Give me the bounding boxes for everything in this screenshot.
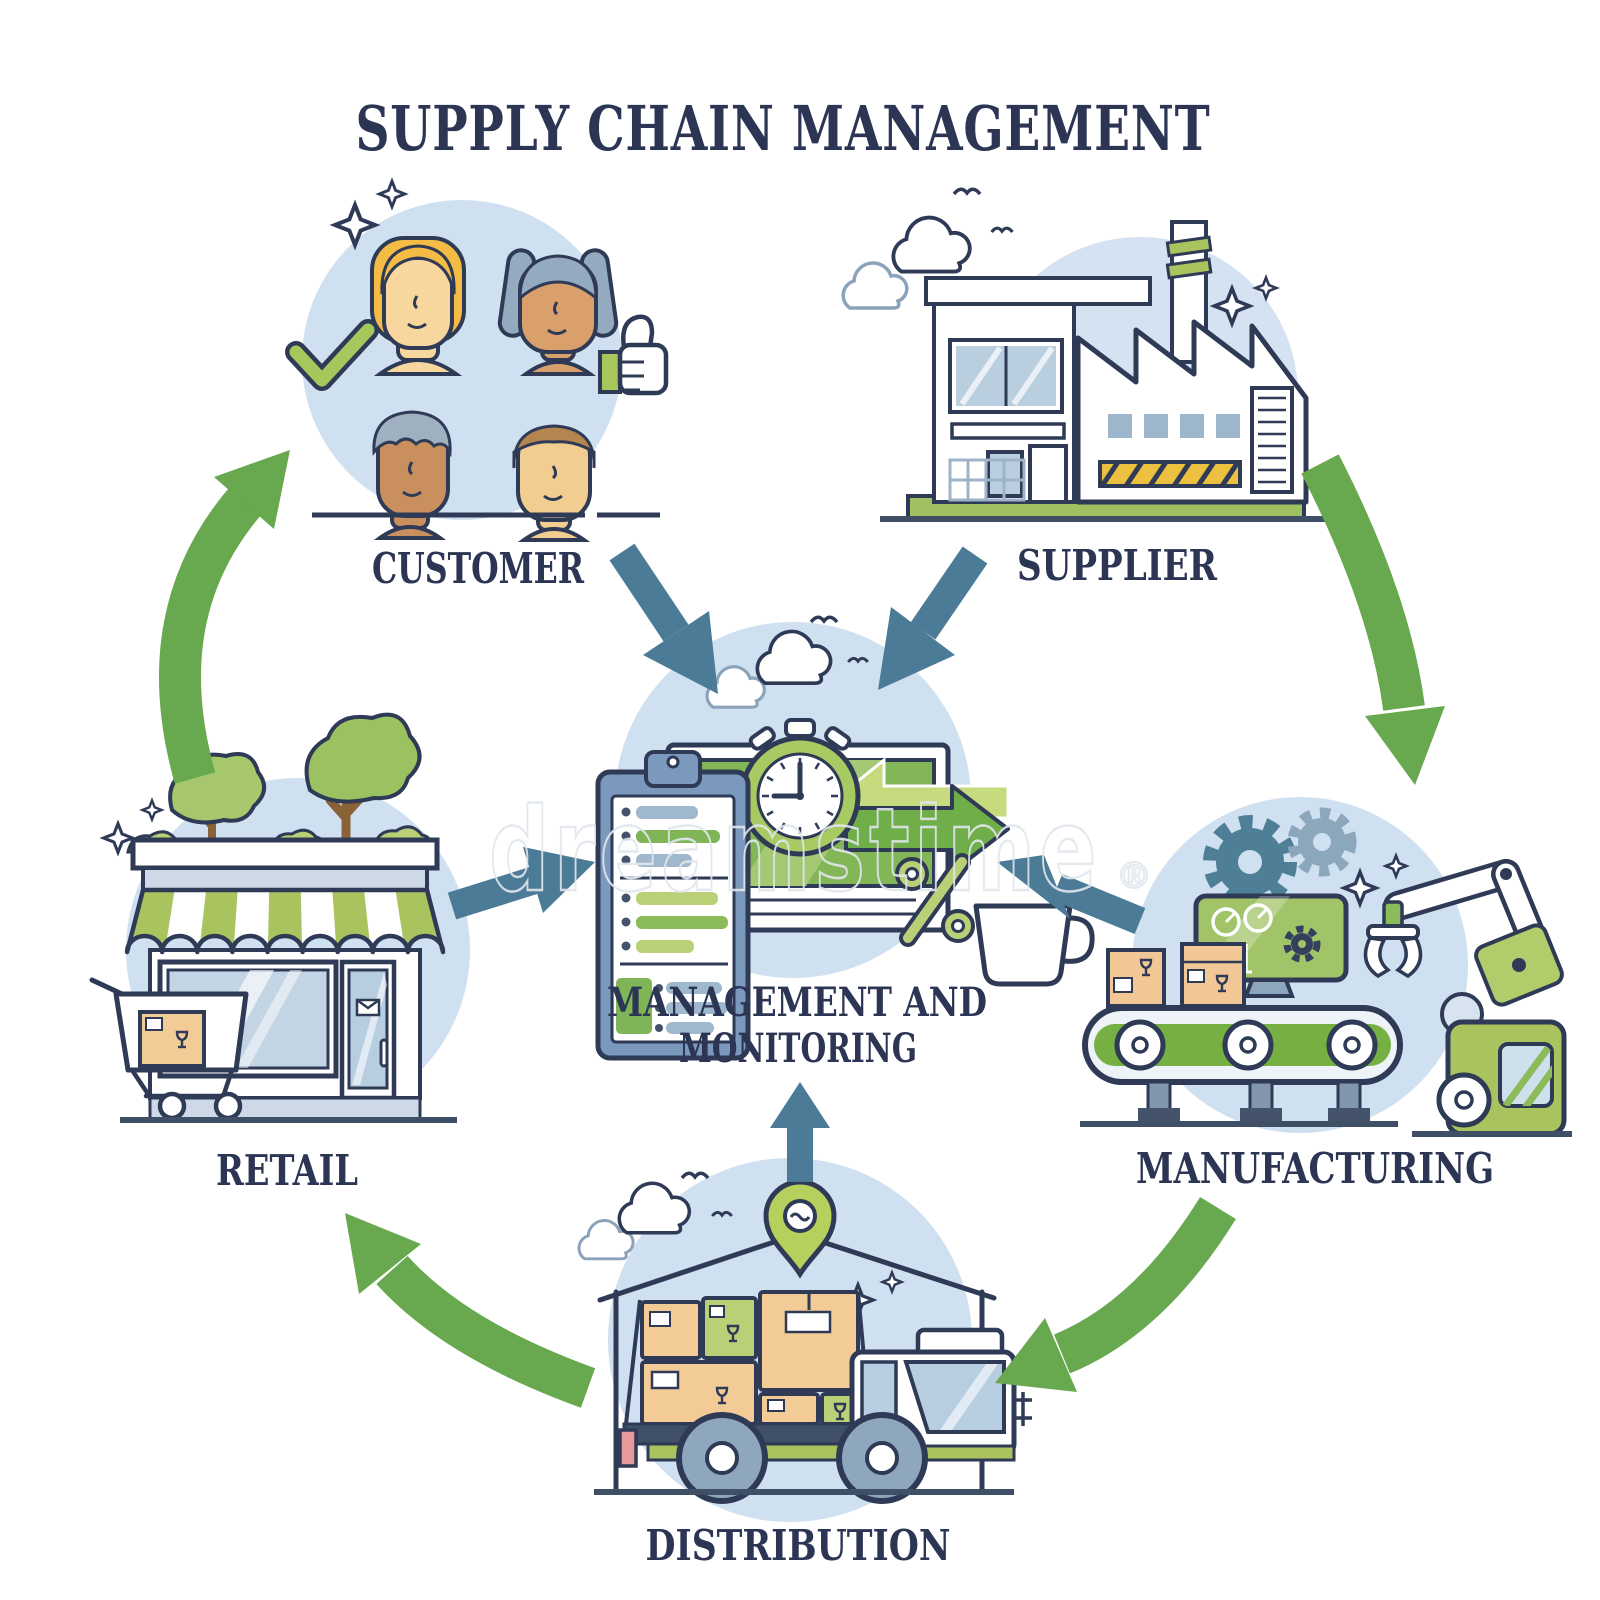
coffee-cup-icon [973, 903, 1095, 987]
gear-icon [1287, 807, 1357, 877]
retail-label: RETAIL [216, 1146, 358, 1195]
machine-base [1412, 992, 1572, 1137]
center-arrows [447, 543, 1146, 1182]
awning-icon [124, 887, 446, 955]
supplier-node: SUPPLIER [841, 187, 1330, 590]
bird-icon [952, 187, 982, 196]
retail-node: RETAIL [89, 712, 470, 1195]
box-icon [1106, 948, 1166, 1008]
box-icon [1180, 942, 1246, 1008]
arrow-distribution-to-retail [345, 1213, 596, 1408]
truck-taillight [618, 1428, 638, 1468]
arrow-retail-to-customer [159, 450, 290, 784]
customer-avatar-girl [497, 248, 619, 376]
truck-icon [618, 1290, 1032, 1504]
page-title: SUPPLY CHAIN MANAGEMENT [356, 92, 1211, 165]
green-right-arrow-icon [844, 784, 1010, 874]
watermark-registered-mark: ® [1116, 856, 1152, 897]
arrow-supplier-to-center [878, 546, 988, 690]
management-monitoring-node: MANAGEMENT AND MONITORING [595, 615, 1095, 1072]
arrow-manufacturing-to-center [997, 855, 1146, 934]
box-icon [758, 1290, 860, 1392]
shopping-cart-icon [89, 977, 249, 1121]
distribution-label: DISTRIBUTION [646, 1521, 951, 1570]
arrow-distribution-to-center [770, 1082, 830, 1182]
roof-slab [924, 276, 1152, 306]
sparkle-icon [377, 179, 407, 209]
bird-icon [809, 615, 839, 624]
bird-icon [680, 1171, 710, 1180]
approval-check-icon [285, 319, 379, 391]
fascia [141, 866, 429, 892]
manufacturing-node: MANUFACTURING [1080, 797, 1572, 1193]
customer-avatar-boy [512, 424, 596, 542]
sparkle-icon [141, 799, 163, 821]
plinth [148, 1096, 422, 1122]
arrow-manufacturing-to-distribution [995, 1196, 1236, 1392]
watermark: dreamstime ® [488, 783, 1153, 920]
checklist-rows [616, 806, 728, 1034]
customer-avatar-man [372, 410, 452, 540]
roof-slab [130, 837, 440, 871]
box-icon [758, 1392, 820, 1426]
management-label-line1: MANAGEMENT AND [607, 979, 987, 1026]
hazard-strip [1098, 460, 1242, 488]
cycle-arrows [159, 450, 1445, 1408]
arrow-supplier-to-manufacturing [1301, 454, 1445, 785]
bird-icon [989, 226, 1015, 234]
manufacturing-label: MANUFACTURING [1136, 1144, 1494, 1193]
factory-icon [880, 220, 1330, 522]
customer-label: CUSTOMER [372, 544, 585, 593]
thumbs-up-icon [598, 314, 669, 396]
robot-arm-icon [1363, 859, 1564, 1007]
cloud-icon [891, 215, 972, 274]
stopwatch-icon [739, 718, 861, 857]
box-icon [701, 1296, 758, 1360]
arrow-retail-to-center [447, 847, 595, 920]
management-label-line2: MONITORING [679, 1025, 917, 1072]
box-icon [640, 1360, 758, 1426]
watermark-text: dreamstime [489, 784, 1101, 918]
percent-icon [895, 853, 975, 947]
clipboard-icon [595, 750, 751, 1061]
conveyor-icon [1080, 1005, 1403, 1127]
supplier-label: SUPPLIER [1017, 541, 1218, 590]
cloud-icon [617, 1181, 692, 1235]
storefront [124, 837, 446, 1122]
distribution-node: DISTRIBUTION [577, 1158, 1032, 1570]
location-pin-icon [763, 1179, 837, 1279]
factory-hall [1075, 319, 1309, 505]
arrow-customer-to-center [609, 543, 718, 694]
customer-avatar-woman [370, 236, 466, 376]
customer-node: CUSTOMER [285, 179, 669, 593]
vent-panel [1250, 386, 1294, 494]
shop-door [339, 959, 397, 1101]
box-icon [640, 1300, 702, 1360]
balcony-railing [948, 458, 1026, 502]
